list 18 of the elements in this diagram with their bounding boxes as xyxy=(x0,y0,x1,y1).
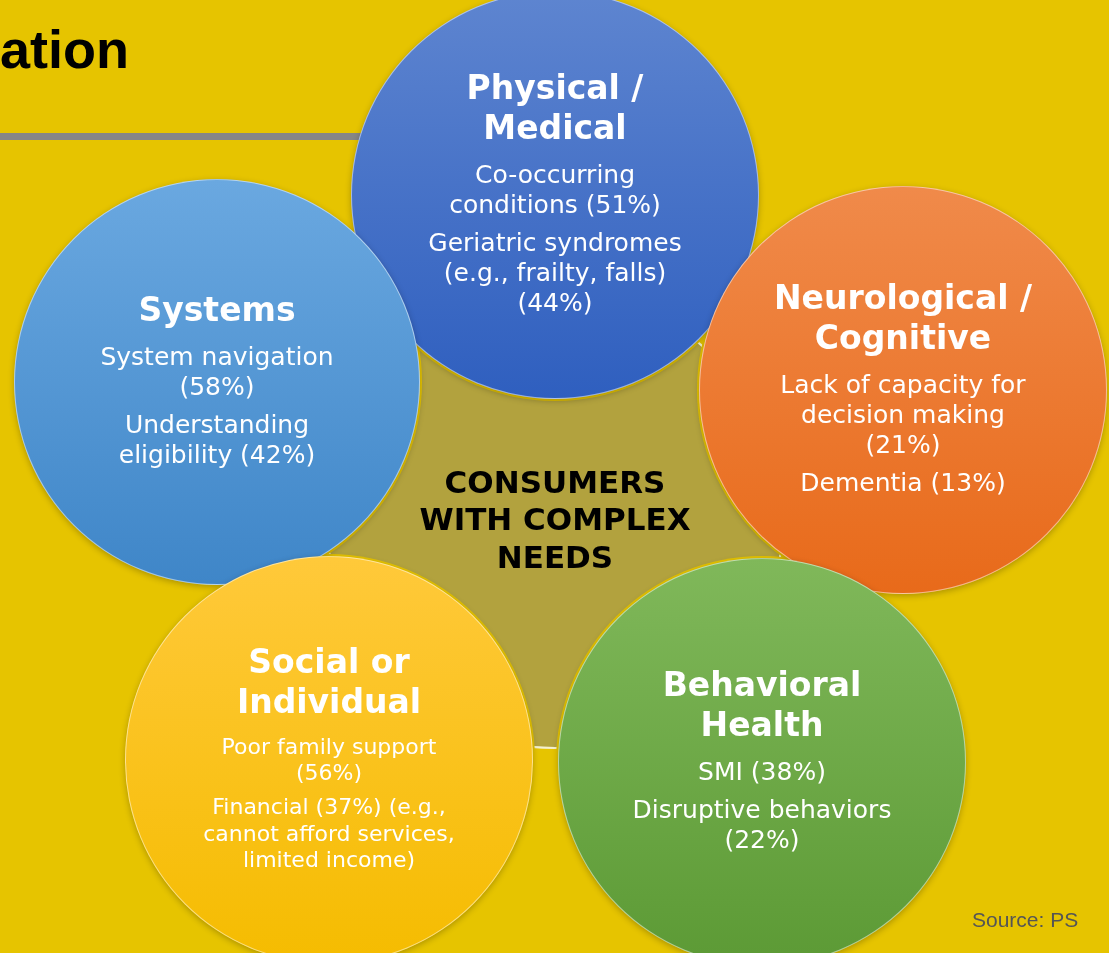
category-item: System navigation (58%) xyxy=(99,341,335,402)
category-item: Financial (37%) (e.g., cannot afford services, limited income) xyxy=(202,794,456,874)
category-item: Geriatric syndromes (e.g., frailty, falls) (44%) xyxy=(427,227,683,318)
source-note: Source: PS xyxy=(972,908,1079,932)
center-heading: CONSUMERS WITH COMPLEX NEEDS xyxy=(418,464,692,576)
category-heading: Social or Individual xyxy=(235,642,423,722)
category-heading: Physical / Medical xyxy=(465,68,645,148)
category-item: SMI (38%) xyxy=(698,756,826,787)
category-item: Poor family support (56%) xyxy=(220,733,438,787)
category-heading: Systems xyxy=(138,290,296,330)
category-item: Dementia (13%) xyxy=(800,467,1006,498)
category-item: Lack of capacity for decision making (21%) xyxy=(779,369,1027,460)
category-item: Understanding eligibility (42%) xyxy=(117,409,317,470)
category-item: Disruptive behaviors (22%) xyxy=(631,794,893,855)
slide-title: ation xyxy=(0,18,129,80)
category-heading: Neurological / Cognitive xyxy=(772,278,1033,358)
category-item: Co-occurring conditions (51%) xyxy=(448,159,662,220)
category-heading: Behavioral Health xyxy=(661,665,863,745)
